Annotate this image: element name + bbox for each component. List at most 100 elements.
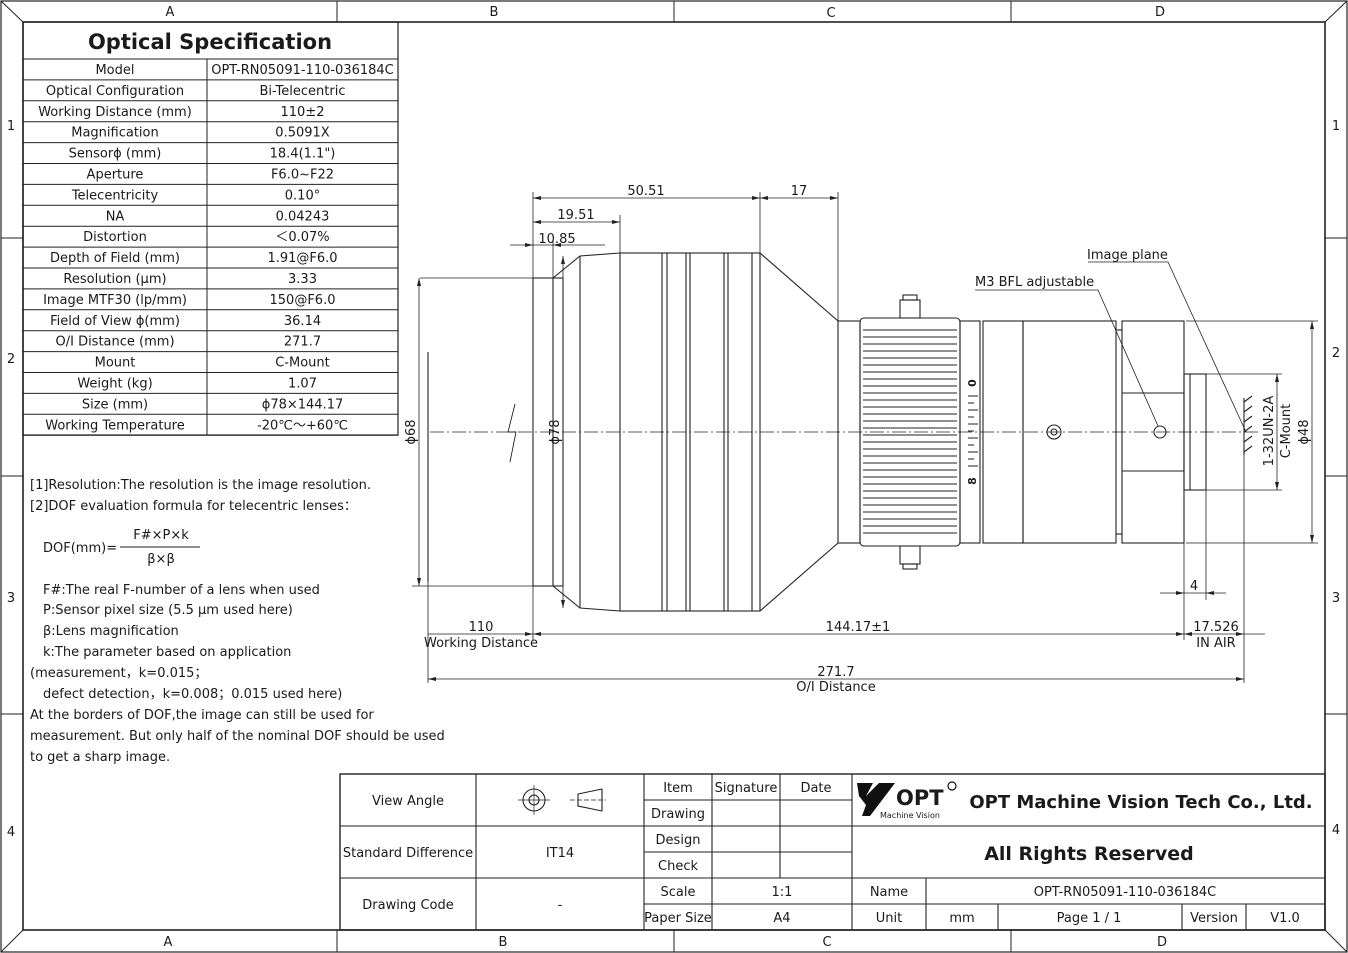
spec-value: OPT-RN05091-110-036184C <box>211 63 394 78</box>
spec-label: Aperture <box>87 168 144 183</box>
col-label: B <box>499 935 508 950</box>
scale-label: Scale <box>661 885 696 900</box>
dim-271-7: 271.7 <box>817 665 854 680</box>
spec-rows: Model OPT-RN05091-110-036184C Optical Conf… <box>23 59 398 436</box>
note-line: β:Lens magnification <box>43 624 179 639</box>
note-resolution: [1]Resolution:The resolution is the imag… <box>30 478 371 493</box>
logo-subtext: Machine Vision <box>880 811 940 820</box>
spec-value: 271.7 <box>284 335 321 350</box>
note-line: k:The parameter based on application <box>43 645 291 660</box>
spec-label: Telecentricity <box>71 188 159 203</box>
spec-title: Optical Specification <box>88 30 332 54</box>
dim-19-51: 19.51 <box>557 208 594 223</box>
dimension-texts: 50.51 17 19.51 10.85 ϕ68 ϕ78 ϕ48 1-32UN-… <box>404 184 1312 695</box>
page-label: Page 1 / 1 <box>1057 911 1122 926</box>
name-value: OPT-RN05091-110-036184C <box>1034 885 1217 900</box>
spec-label: Weight (kg) <box>77 377 152 392</box>
spec-label: Resolution (µm) <box>63 272 166 287</box>
spec-value: F6.0~F22 <box>271 168 334 183</box>
focus-label-8: 8 <box>966 477 979 485</box>
design-label: Design <box>656 833 701 848</box>
mount-label: C-Mount <box>1279 404 1294 459</box>
bfl-label: M3 BFL adjustable <box>975 275 1094 290</box>
note-line: to get a sharp image. <box>30 750 170 765</box>
dim-110: 110 <box>469 620 494 635</box>
col-label: C <box>826 6 835 21</box>
focus-label-0: 0 <box>966 379 979 387</box>
focus-labels: 0 8 <box>966 379 979 485</box>
lens-outline <box>427 252 1260 612</box>
wd-label: Working Distance <box>424 636 538 651</box>
spec-value: 0.10° <box>285 188 320 203</box>
dim-17-526: 17.526 <box>1193 620 1239 635</box>
rights-text: All Rights Reserved <box>984 843 1194 865</box>
spec-value: 1.07 <box>288 377 317 392</box>
paper-size-label: Paper Size <box>644 911 712 926</box>
spec-value: ϕ78×144.17 <box>262 397 344 412</box>
spec-label: Magnification <box>71 126 159 141</box>
row-label: 1 <box>7 119 15 134</box>
spec-label: Model <box>95 63 134 78</box>
dimension-arrows <box>417 196 1314 681</box>
spec-value: Bi-Telecentric <box>260 84 346 99</box>
spec-value: 18.4(1.1") <box>270 147 336 162</box>
company-name: OPT Machine Vision Tech Co., Ltd. <box>969 792 1312 813</box>
note-line: P:Sensor pixel size (5.5 μm used here) <box>43 603 293 618</box>
col-label: A <box>166 5 175 20</box>
spec-label: Mount <box>95 356 136 371</box>
logo-text: OPT <box>896 786 944 810</box>
formula-lhs: DOF(mm)= <box>43 541 117 556</box>
spec-value: 0.04243 <box>276 209 330 224</box>
col-label: D <box>1157 935 1167 950</box>
frame-labels: A B C D A B C D 1 2 3 4 1 2 3 4 <box>7 5 1340 950</box>
spec-label: Optical Configuration <box>46 84 184 99</box>
dim-phi78: ϕ78 <box>548 419 563 444</box>
row-label: 4 <box>7 825 15 840</box>
title-block <box>339 773 1326 931</box>
version-label: Version <box>1190 911 1238 926</box>
focus-scale <box>968 395 978 467</box>
note-dof: [2]DOF evaluation formula for telecentri… <box>30 499 357 514</box>
row-label: 4 <box>1332 823 1340 838</box>
dim-10-85: 10.85 <box>538 232 575 247</box>
spec-value: 3.33 <box>288 272 317 287</box>
spec-label: Depth of Field (mm) <box>50 251 180 266</box>
spec-value: 0.5091X <box>275 126 329 141</box>
formula-numerator: F#×P×k <box>133 528 189 543</box>
row-label: 2 <box>7 352 15 367</box>
thread-label: 1-32UN-2A <box>1262 396 1277 467</box>
drawing-code-label: Drawing Code <box>362 898 453 913</box>
row-label: 3 <box>1332 591 1340 606</box>
row-label: 1 <box>1332 119 1340 134</box>
spec-label: Size (mm) <box>82 397 148 412</box>
dim-17: 17 <box>791 184 808 199</box>
signature-label: Signature <box>715 781 778 796</box>
focus-ring-knurl <box>863 329 957 534</box>
oi-label: O/I Distance <box>796 680 875 695</box>
image-plane-label: Image plane <box>1087 248 1168 263</box>
std-diff-label: Standard Difference <box>343 846 473 861</box>
note-line: defect detection，k=0.008；0.015 used here… <box>43 687 342 702</box>
col-label: C <box>822 935 831 950</box>
scale-value: 1:1 <box>772 885 793 900</box>
spec-value: 1.91@F6.0 <box>267 251 337 266</box>
title-block-texts: View Angle Standard Difference IT14 Draw… <box>343 781 1313 926</box>
view-angle-label: View Angle <box>372 794 444 809</box>
spec-value: 110±2 <box>281 105 325 120</box>
dim-phi68: ϕ68 <box>404 419 419 444</box>
col-label: D <box>1155 5 1165 20</box>
spec-label: O/I Distance (mm) <box>55 335 174 350</box>
unit-value: mm <box>949 911 974 926</box>
drawing-code-value: - <box>558 898 563 913</box>
spec-label: Field of View ϕ(mm) <box>50 314 180 329</box>
drawing-label: Drawing <box>651 807 705 822</box>
dimension-lines <box>412 192 1318 683</box>
paper-size-value: A4 <box>773 911 790 926</box>
date-label: Date <box>800 781 831 796</box>
version-value: V1.0 <box>1270 911 1300 926</box>
dim-4: 4 <box>1190 579 1198 594</box>
std-diff-value: IT14 <box>546 846 574 861</box>
spec-label: Working Distance (mm) <box>38 105 192 120</box>
spec-value: 36.14 <box>284 314 321 329</box>
